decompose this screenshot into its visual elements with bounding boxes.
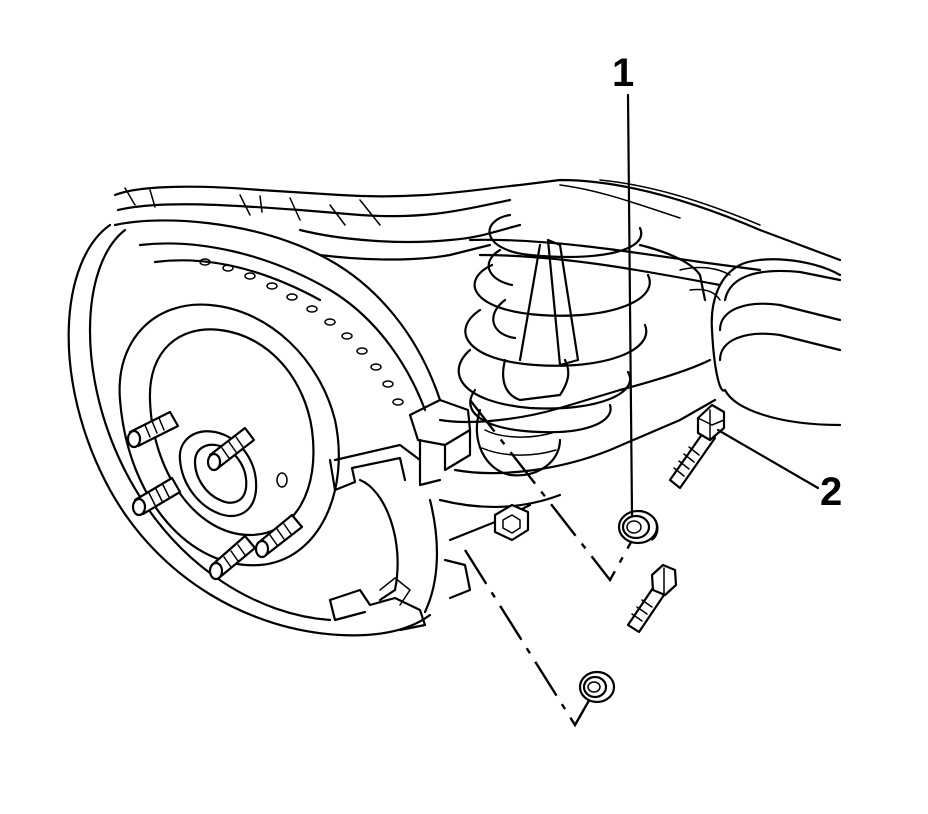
brake-caliper-bracket	[328, 398, 472, 632]
right-bushing-assembly	[638, 243, 842, 427]
shock-absorber	[475, 238, 580, 477]
lower-bolt	[626, 563, 678, 634]
callout-leaders	[626, 93, 820, 517]
leader-line-2	[716, 428, 820, 490]
callout-label-2: 2	[820, 470, 842, 514]
callout-label-1: 1	[612, 51, 634, 95]
brake-rotor	[67, 219, 442, 637]
guide-line-lower	[463, 549, 597, 728]
frame-crossmember	[113, 178, 842, 287]
coil-spring	[457, 213, 651, 434]
wheel-stud	[208, 534, 257, 581]
upper-bolt	[668, 403, 726, 490]
wheel-stud	[131, 476, 182, 517]
leader-line-1	[626, 93, 634, 517]
guide-line-upper	[469, 399, 637, 583]
wheel-stud	[254, 513, 304, 559]
installation-guide-lines	[463, 399, 637, 728]
wheel-stud	[126, 410, 180, 449]
rotor-vent-holes	[199, 258, 404, 406]
wheel-stud	[206, 426, 256, 472]
knuckle-arm	[438, 358, 717, 542]
wheel-studs	[126, 410, 304, 581]
upper-nut	[617, 509, 659, 545]
wheel-hub	[178, 430, 288, 517]
lower-nut	[578, 670, 616, 704]
